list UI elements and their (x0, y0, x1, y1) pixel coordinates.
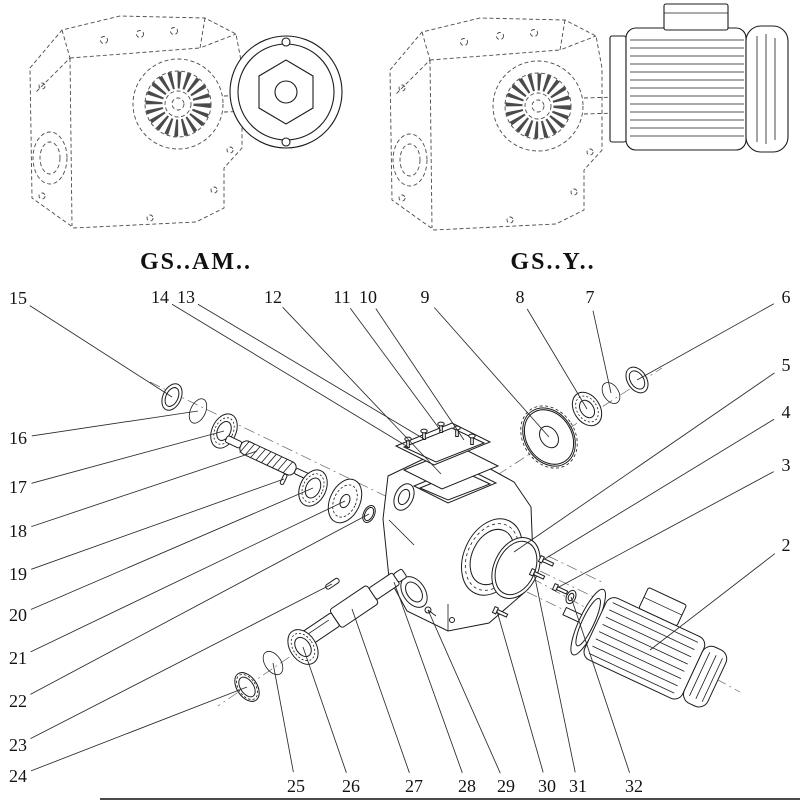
callout-number-9: 9 (420, 287, 430, 307)
motor-exploded-2 (562, 587, 728, 708)
motor-drawing (609, 3, 789, 153)
bolt-4 (537, 555, 555, 569)
callout-number-31: 31 (569, 776, 587, 796)
terminal-box (663, 3, 729, 31)
leader-line-19 (31, 478, 285, 570)
callout-number-20: 20 (9, 605, 27, 625)
leader-line-23 (30, 583, 333, 739)
leader-line-12 (282, 306, 442, 475)
leader-line-3 (556, 471, 774, 589)
leader-line-14 (171, 303, 409, 448)
exploded-view-drawing (149, 366, 741, 708)
callout-number-4: 4 (781, 402, 791, 422)
callout-number-18: 18 (9, 521, 27, 541)
leader-line-4 (542, 418, 775, 561)
leader-line-26 (302, 646, 347, 773)
callout-number-13: 13 (177, 287, 195, 307)
leader-line-29 (427, 609, 501, 774)
leader-line-8 (526, 308, 588, 410)
label-gs-am: GS..AM.. (140, 249, 252, 275)
bottom-rule (100, 798, 800, 800)
callout-number-26: 26 (342, 776, 360, 796)
callout-number-15: 15 (9, 288, 27, 308)
circlip-25 (262, 650, 284, 676)
callout-number-14: 14 (151, 287, 169, 307)
leader-lines (29, 303, 776, 774)
fan-cowl (745, 25, 789, 153)
flange-drawing (229, 35, 343, 149)
callout-number-32: 32 (625, 776, 643, 796)
callout-number-28: 28 (458, 776, 476, 796)
leader-line-21 (30, 500, 346, 653)
leader-line-30 (496, 610, 544, 773)
leader-line-18 (31, 450, 258, 528)
callout-number-25: 25 (287, 776, 305, 796)
callout-number-27: 27 (405, 776, 423, 796)
circlip-16 (188, 398, 208, 424)
cover-plate-13 (394, 422, 492, 466)
callout-number-7: 7 (585, 287, 595, 307)
leader-line-16 (31, 410, 199, 437)
callout-number-3: 3 (781, 455, 791, 475)
plug-29 (424, 606, 437, 617)
leader-line-17 (31, 430, 225, 484)
leader-line-28 (393, 581, 463, 773)
shaft-key-23 (325, 577, 340, 590)
callout-number-24: 24 (9, 766, 27, 786)
callout-number-2: 2 (781, 535, 791, 555)
leader-line-20 (30, 487, 314, 610)
callout-number-23: 23 (9, 735, 27, 755)
cover-assembly (394, 421, 500, 490)
callout-number-6: 6 (781, 287, 791, 307)
callout-number-10: 10 (359, 287, 377, 307)
callout-number-21: 21 (9, 648, 27, 668)
gs-y-view-drawing (390, 3, 789, 230)
leader-line-7 (592, 310, 612, 394)
bolt-3 (551, 583, 569, 597)
callout-number-5: 5 (781, 355, 791, 375)
leader-line-2 (649, 553, 776, 651)
callout-number-16: 16 (9, 428, 27, 448)
gs-am-view-drawing (30, 16, 343, 228)
leader-line-9 (433, 307, 550, 438)
leader-line-25 (272, 662, 294, 773)
leader-line-10 (375, 308, 465, 441)
leader-line-5 (513, 372, 775, 553)
leader-line-24 (30, 686, 248, 772)
callout-number-12: 12 (264, 287, 282, 307)
leader-line-27 (351, 608, 410, 773)
callout-number-8: 8 (515, 287, 525, 307)
callout-number-22: 22 (9, 691, 27, 711)
callout-number-29: 29 (497, 776, 515, 796)
leader-line-11 (349, 308, 442, 432)
callout-number-17: 17 (9, 477, 27, 497)
motor-gasket-ring-5 (491, 537, 541, 599)
callout-number-19: 19 (9, 564, 27, 584)
leader-line-15 (29, 305, 173, 398)
callout-number-11: 11 (333, 287, 351, 307)
leader-line-22 (30, 513, 370, 695)
circlip-7 (601, 382, 621, 404)
label-gs-y: GS..Y.. (510, 249, 596, 275)
leader-line-6 (636, 303, 775, 381)
leader-line-32 (570, 596, 631, 773)
leader-line-31 (533, 572, 576, 773)
callout-number-30: 30 (538, 776, 556, 796)
